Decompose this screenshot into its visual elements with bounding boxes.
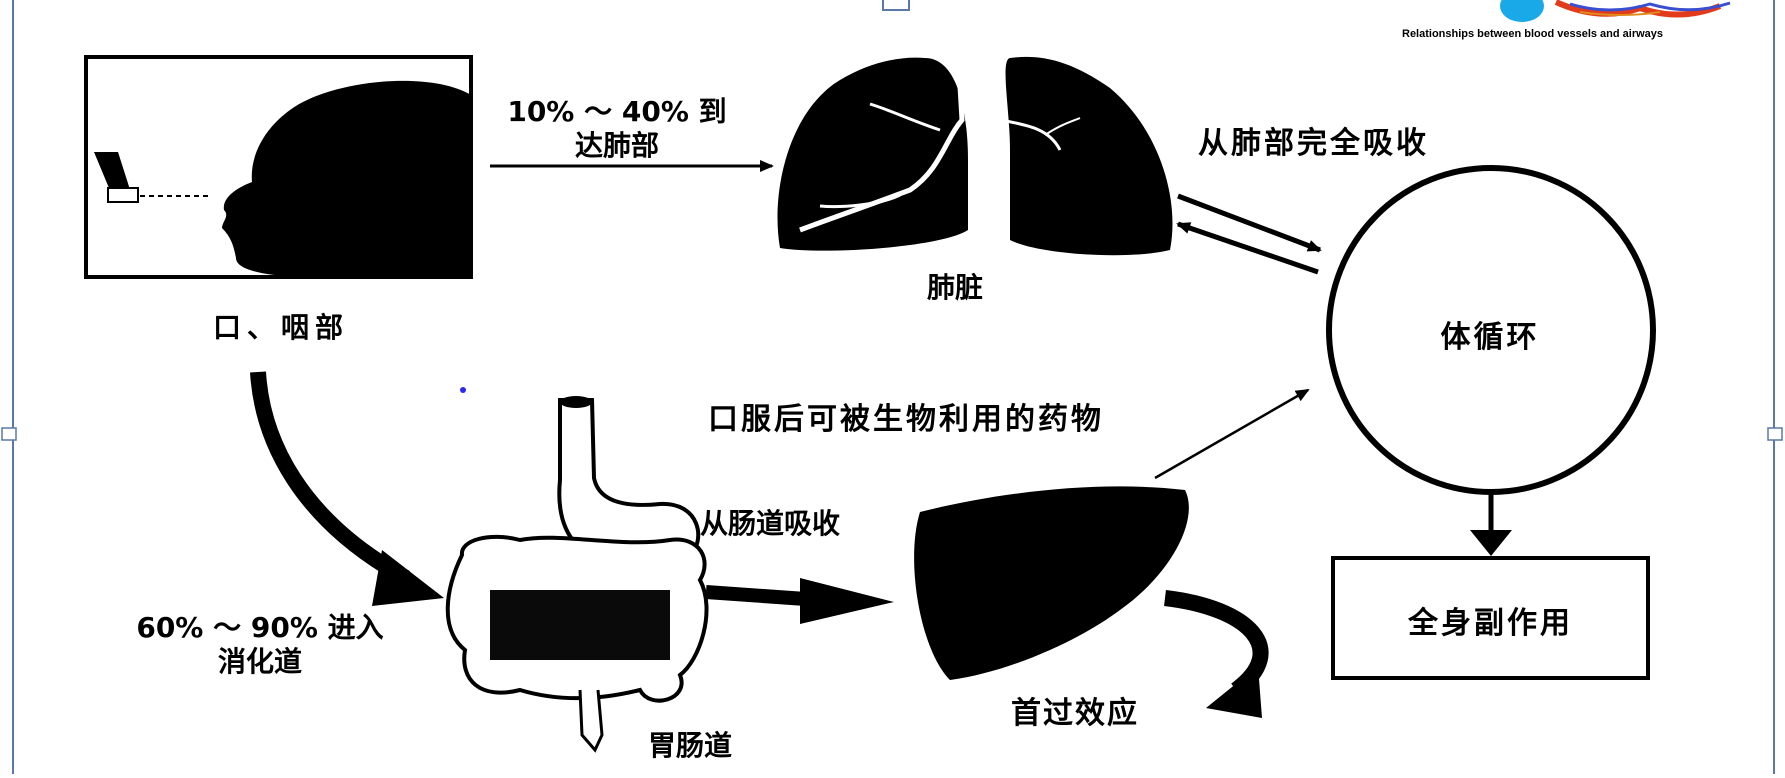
gi-tract-illustration [448,396,707,750]
arrow-liver-to-circulation [1155,390,1308,478]
label-gi-tract: 胃肠道 [620,724,760,764]
blue-marker [460,387,466,393]
arrow-lung-to-circulation [1178,196,1320,250]
label-systemic-circulation: 体循环 [1380,312,1600,356]
arrow-circulation-to-lung [1178,224,1318,272]
corner-caption: Relationships between blood vessels and … [1402,28,1663,40]
lungs-illustration [778,57,1173,255]
label-first-pass: 首过效应 [980,688,1170,732]
label-gut-absorb: 从肠道吸收 [700,502,840,542]
label-to-lung-text: 达肺部 [472,124,762,164]
arrow-to-gi-tract [258,372,406,578]
label-lung-absorb: 从肺部完全吸收 [1198,118,1429,162]
liver-illustration [914,486,1189,680]
label-to-gi-text: 消化道 [150,640,370,680]
label-mouth-throat: 口、咽部 [192,306,370,346]
label-oral-bioavailable: 口服后可被生物利用的药物 [708,394,1104,438]
head-inhaler-panel [86,57,471,277]
vessel-airway-thumbnail [1500,0,1740,22]
label-systemic-side-effects: 全身副作用 [1333,598,1648,642]
label-lung: 肺脏 [900,266,1010,306]
